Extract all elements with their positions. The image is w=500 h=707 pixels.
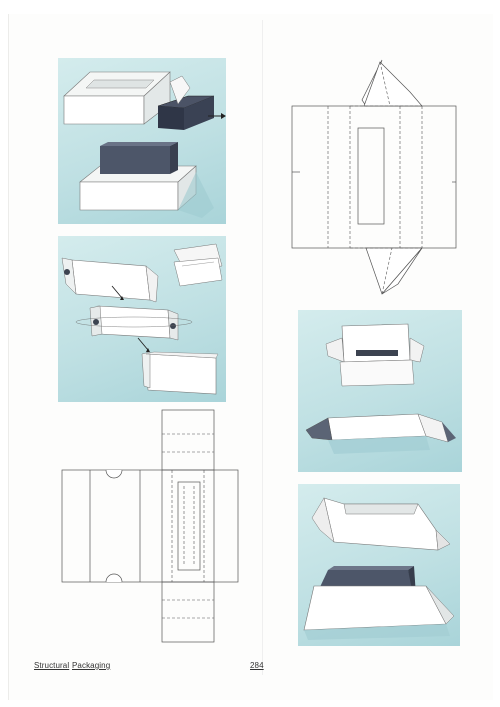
- flat-net-diagram-right: [288, 58, 460, 298]
- footer-section-word-structural: Structural: [34, 661, 70, 670]
- flat-net-diagram-left: [58, 408, 248, 644]
- photo-assembly-sequence: [58, 236, 226, 402]
- photo-box-assembled: [58, 58, 226, 224]
- footer-page-number: 284: [250, 661, 264, 670]
- photo-final-form: [298, 484, 460, 646]
- photo-folded-net: [298, 310, 462, 472]
- footer-section-word-packaging: Packaging: [72, 661, 111, 670]
- page-gutter-line: [262, 20, 263, 675]
